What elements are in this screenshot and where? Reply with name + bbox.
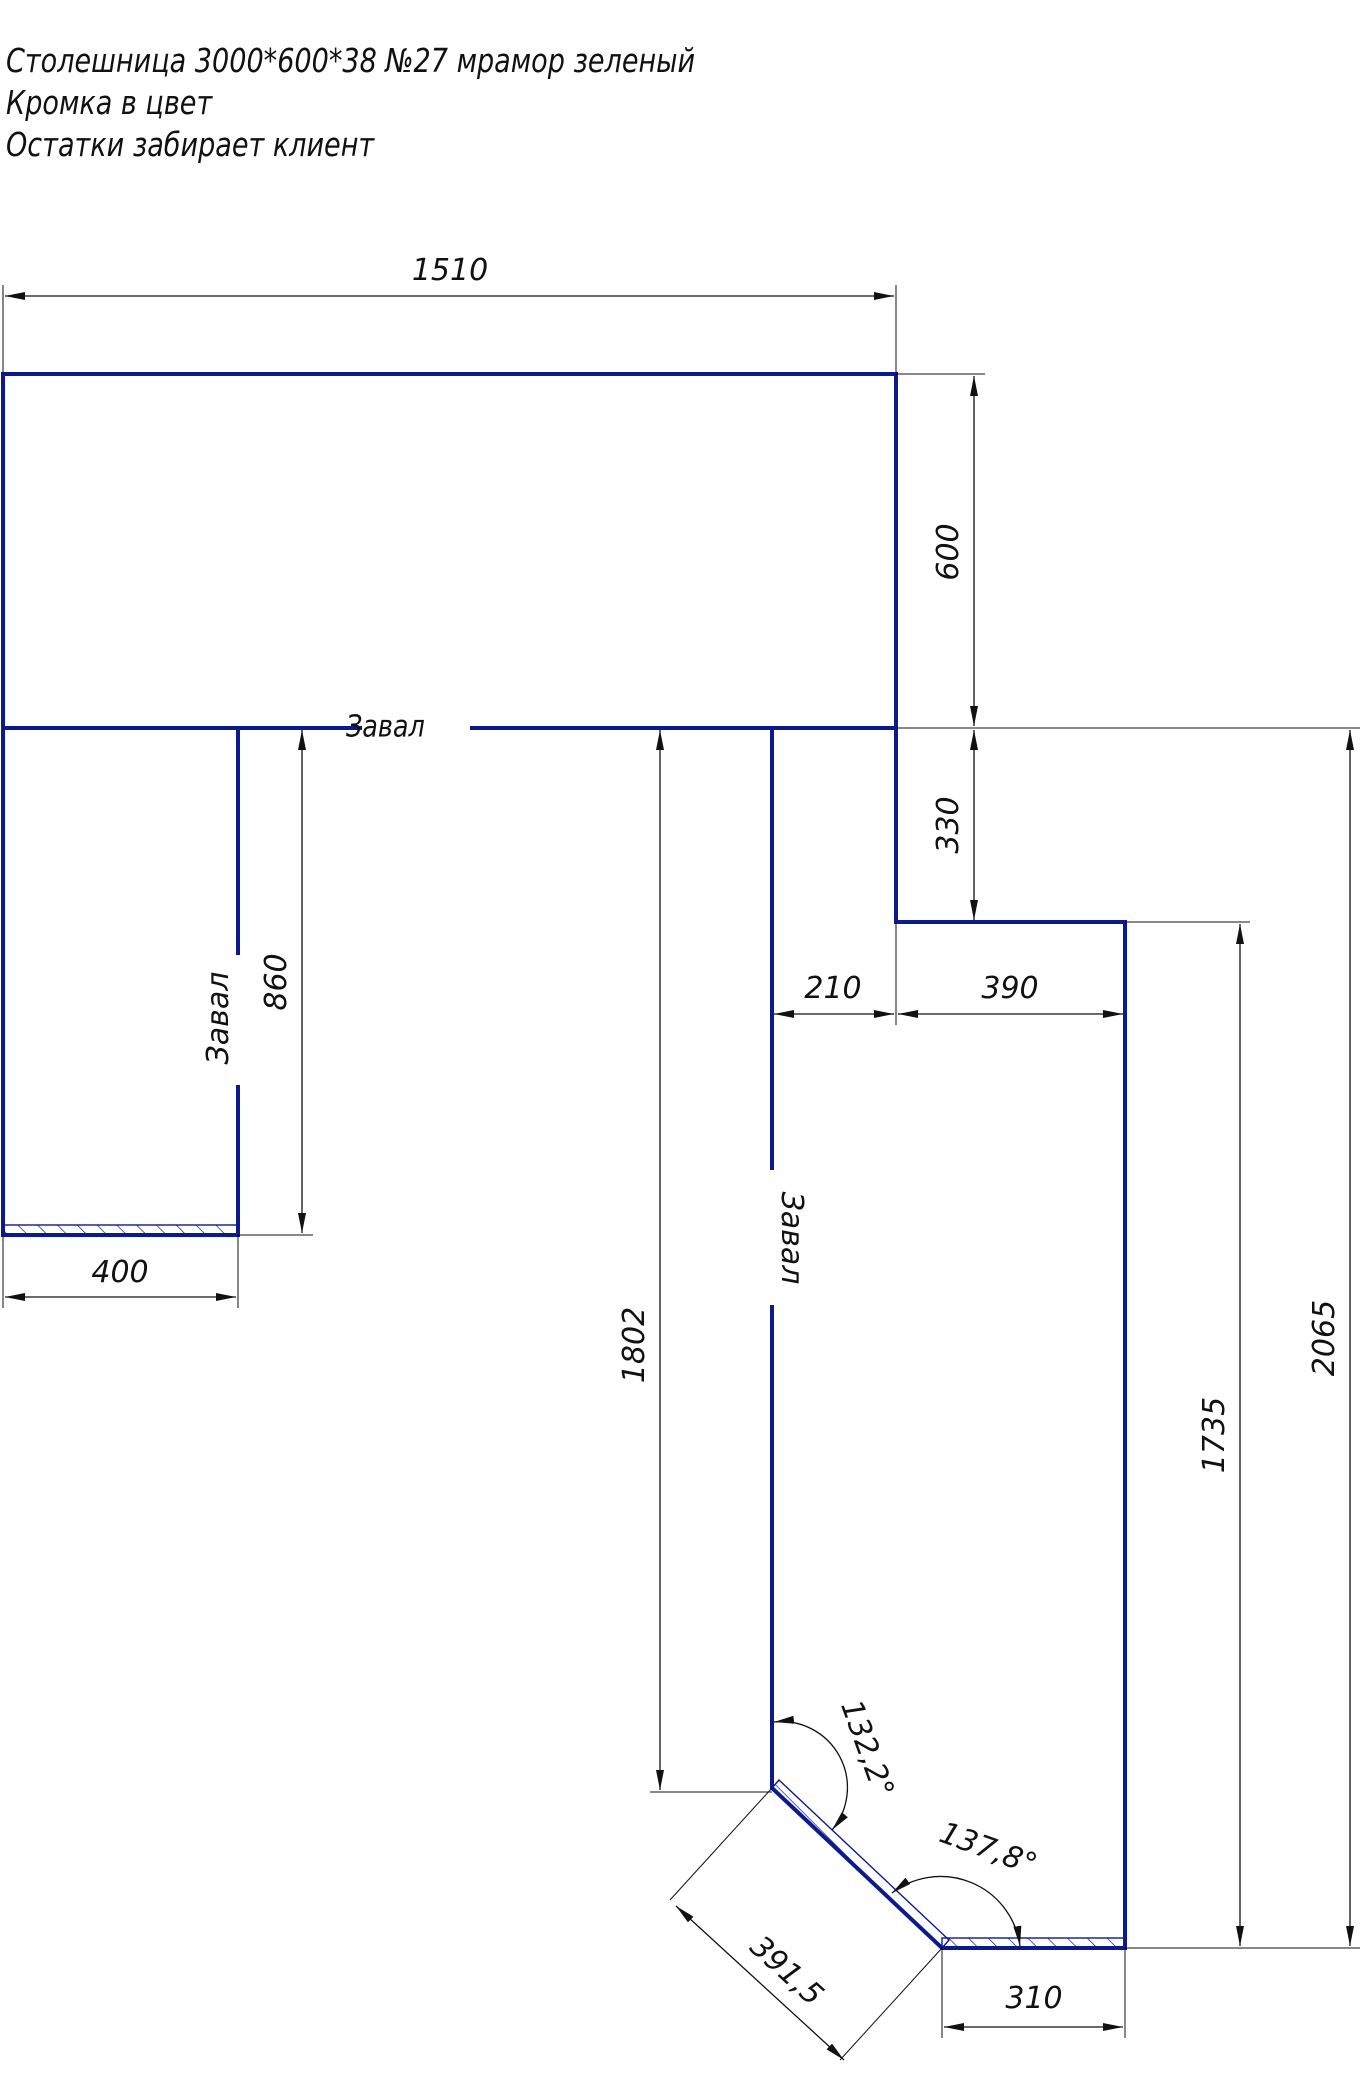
angle-137: 137,8°	[891, 1815, 1042, 1947]
dim-2065: 2065	[1307, 730, 1354, 1946]
dim-600: 600	[896, 373, 985, 726]
label-zaval-top: Завал	[346, 709, 425, 745]
dim-2065-label: 2065	[1307, 1300, 1342, 1376]
dim-1510: 1510	[2, 253, 897, 374]
dim-310-label: 310	[1005, 1981, 1062, 2016]
note-countertop-spec: Столешница 3000*600*38 №27 мрамор зелены…	[6, 41, 696, 80]
label-zaval-right: Завал	[774, 1192, 809, 1285]
top-panel-outline	[1, 372, 898, 730]
hatch-right-bottom	[941, 1937, 1126, 1949]
dim-1735: 1735	[1125, 921, 1360, 1949]
dim-600-label: 600	[931, 523, 966, 580]
dim-210-390: 210 390	[774, 922, 1123, 1025]
hatch-left-bottom	[2, 1224, 239, 1236]
label-zaval-left: Завал	[201, 972, 236, 1065]
angle-137-label: 137,8°	[935, 1815, 1042, 1882]
dim-330-label: 330	[931, 796, 966, 853]
part-outline	[1, 372, 1127, 1950]
dim-400: 400	[2, 1235, 239, 1308]
dim-391: 391,5	[669, 1787, 943, 2061]
dim-860-label: 860	[259, 953, 294, 1010]
dim-1735-label: 1735	[1197, 1397, 1232, 1473]
note-edge-color: Кромка в цвет	[6, 83, 213, 122]
dim-400-label: 400	[91, 1255, 148, 1290]
dim-310: 310	[941, 1948, 1126, 2038]
note-leftovers: Остатки забирает клиент	[6, 125, 375, 164]
dim-1510-label: 1510	[412, 253, 488, 288]
dim-391-label: 391,5	[743, 1929, 830, 2013]
dim-1802-label: 1802	[617, 1307, 652, 1383]
hatch-bevel	[771, 1778, 950, 1950]
drawing-notes: Столешница 3000*600*38 №27 мрамор зелены…	[6, 40, 695, 166]
angle-132-label: 132,2°	[833, 1695, 900, 1802]
zaval-labels: Завал Завал Завал	[201, 709, 809, 1285]
dim-390-label: 390	[981, 971, 1038, 1006]
dim-330: 330	[896, 727, 1360, 920]
dim-1802: 1802	[617, 730, 772, 1793]
dim-210-label: 210	[804, 971, 861, 1006]
right-leg-outline	[770, 728, 1127, 1950]
dim-860: 860	[238, 730, 313, 1236]
